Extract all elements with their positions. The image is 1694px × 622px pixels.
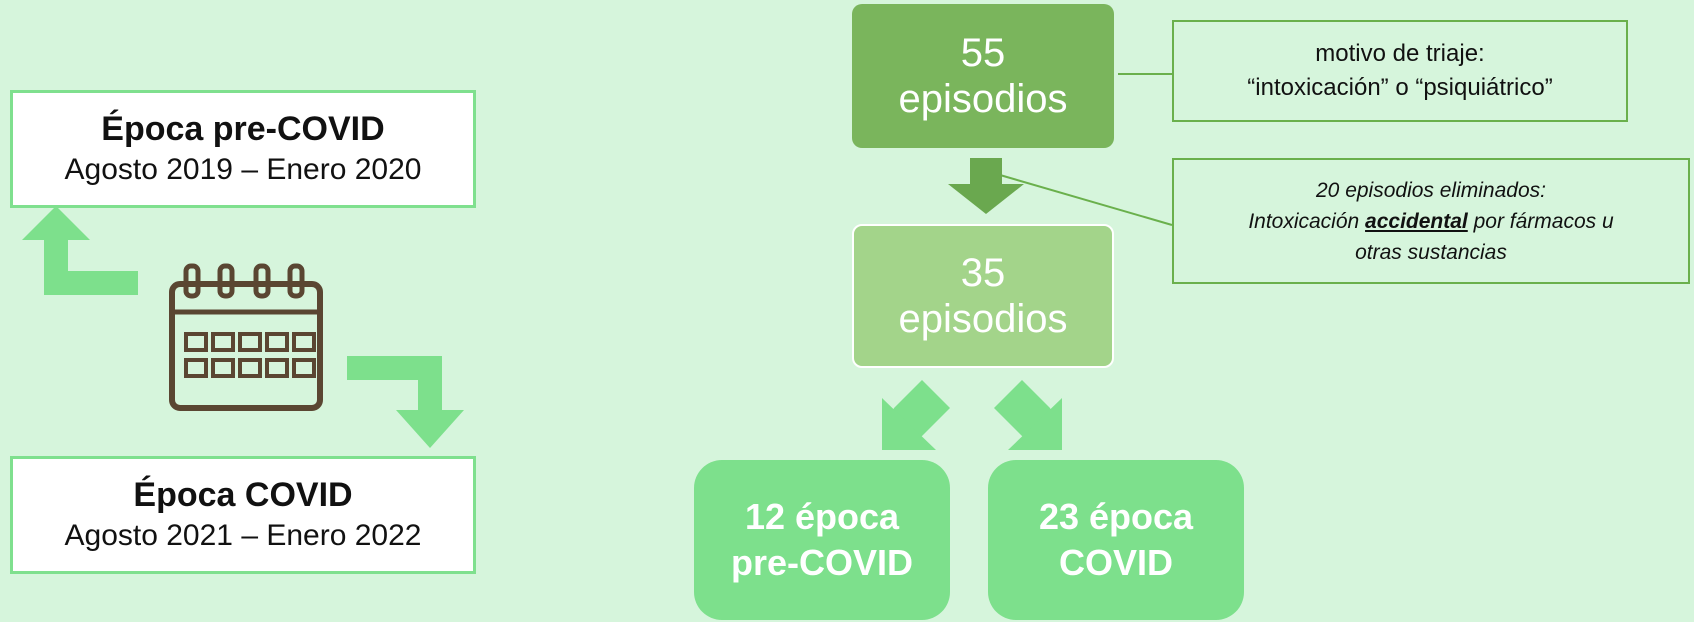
removed-note-line1: 20 episodios eliminados: [1316, 178, 1546, 202]
removed-note-prefix: Intoxicación [1248, 209, 1366, 233]
pre-covid-outcome-line2: pre-COVID [730, 542, 914, 583]
filtered-episodes-number: 35 [960, 251, 1006, 295]
arrow-down-right-icon [347, 356, 464, 448]
removed-note-line2: Intoxicación accidental por fármacos u [1248, 206, 1613, 237]
total-episodes-label: episodios [898, 77, 1068, 121]
pre-covid-outcome-line1: 12 época [744, 496, 900, 537]
removed-episodes-note: 20 episodios eliminados: Intoxicación ac… [1172, 158, 1690, 284]
removed-note-line3: otras sustancias [1355, 240, 1507, 264]
arrow-diagonal-right-icon [994, 380, 1062, 450]
pre-covid-range: Agosto 2019 – Enero 2020 [64, 153, 422, 186]
pre-covid-period-box: Época pre-COVID Agosto 2019 – Enero 2020 [10, 90, 476, 208]
covid-outcome-line1: 23 época [1038, 496, 1194, 537]
removed-note-accent: accidental [1365, 209, 1468, 233]
covid-range: Agosto 2021 – Enero 2022 [64, 519, 422, 552]
arrow-up-left-icon [22, 206, 138, 295]
filtered-episodes-label: episodios [898, 297, 1068, 341]
arrow-diagonal-left-icon [882, 380, 950, 450]
calendar-icon [169, 263, 323, 411]
removed-note-suffix: por fármacos u [1467, 209, 1614, 233]
triage-note-line2: “intoxicación” o “psiquiátrico” [1247, 74, 1553, 101]
covid-outcome-line2: COVID [1058, 542, 1173, 583]
covid-outcome-box: 23 época COVID [988, 460, 1244, 620]
arrow-down-icon [948, 158, 1024, 214]
filtered-episodes-box: 35 episodios [852, 224, 1114, 368]
pre-covid-title: Época pre-COVID [101, 110, 385, 148]
pre-covid-outcome-box: 12 época pre-COVID [694, 460, 950, 620]
covid-title: Época COVID [133, 476, 353, 514]
covid-period-box: Época COVID Agosto 2021 – Enero 2022 [10, 456, 476, 574]
triage-note-line1: motivo de triaje: [1315, 40, 1485, 67]
connector-removed [999, 174, 1173, 226]
triage-note: motivo de triaje: “intoxicación” o “psiq… [1172, 20, 1628, 122]
total-episodes-number: 55 [960, 31, 1006, 75]
total-episodes-box: 55 episodios [852, 4, 1114, 148]
